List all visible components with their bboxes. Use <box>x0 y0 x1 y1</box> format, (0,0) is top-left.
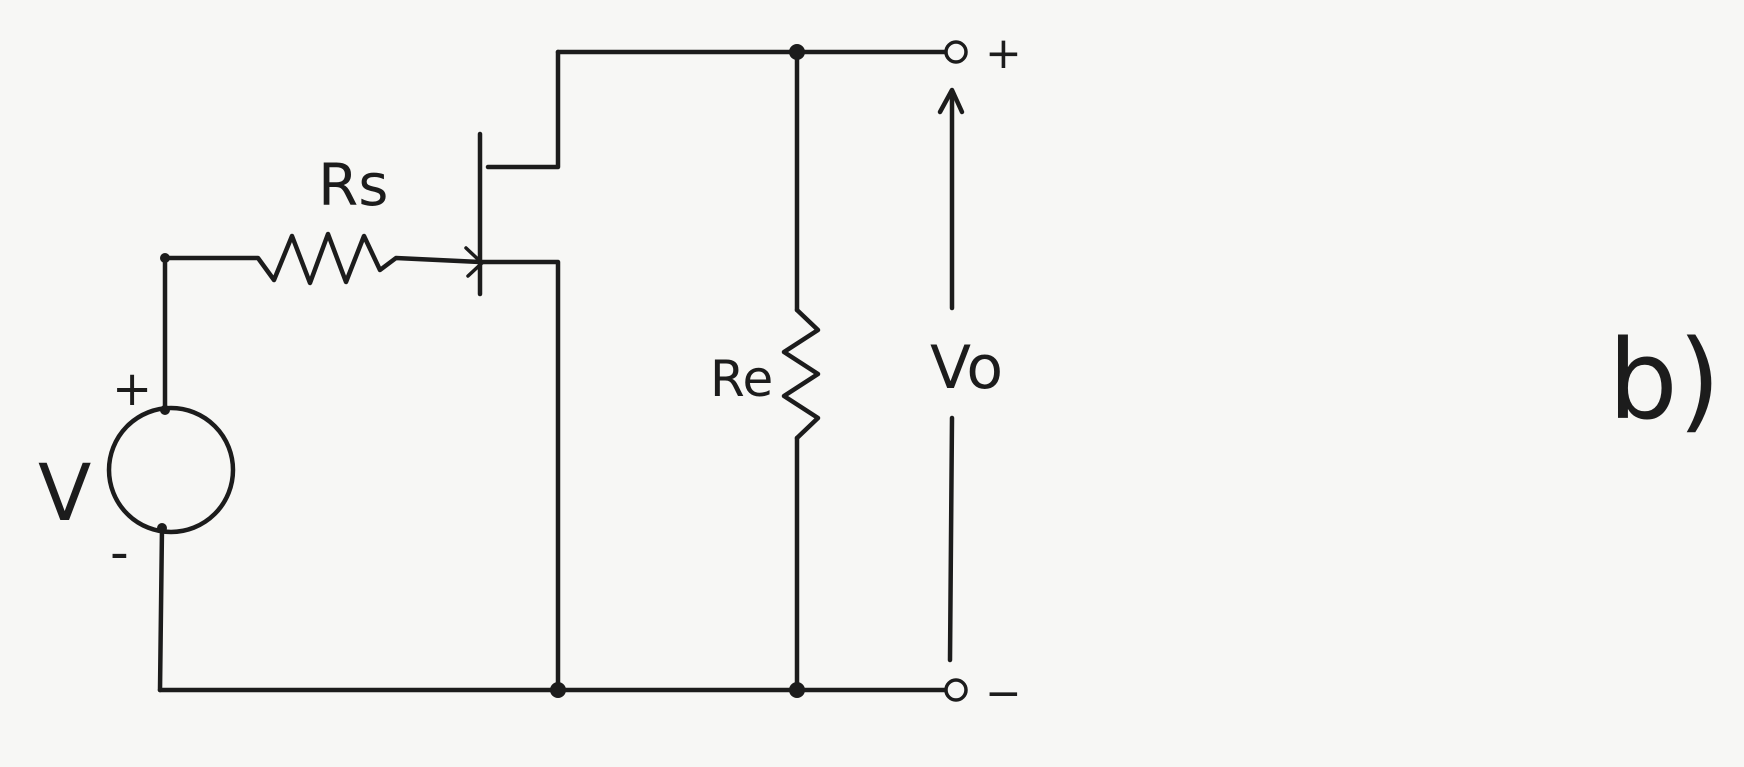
ground-junction-node <box>550 682 566 698</box>
figure-tag: b) <box>1608 316 1721 444</box>
top-junction-node <box>789 44 805 60</box>
source-minus-label: - <box>110 523 129 583</box>
output-plus-label: + <box>985 28 1022 79</box>
output-plus-terminal <box>944 40 968 64</box>
source-label: V <box>38 449 91 539</box>
source-plus-node <box>160 405 170 415</box>
rs-label: Rs <box>318 151 389 219</box>
re-resistor-zigzag <box>781 307 821 441</box>
bottom-junction-node <box>789 682 805 698</box>
vo-arrow-head <box>937 87 965 115</box>
re-label: Re <box>710 350 773 408</box>
output-minus-label: − <box>985 668 1022 719</box>
vo-label: Vo <box>930 333 1003 403</box>
source-minus-node <box>157 523 167 533</box>
source-lead <box>477 259 561 693</box>
input-wire <box>162 231 483 286</box>
drain-lead <box>485 49 561 170</box>
output-minus-terminal <box>944 678 968 702</box>
voltage-source-symbol <box>106 405 236 535</box>
source-plus-label: + <box>112 361 152 417</box>
source-left-wire-bottom <box>157 525 165 693</box>
vo-arrow-shaft-bottom <box>947 415 955 663</box>
rs-left-node <box>160 253 170 263</box>
